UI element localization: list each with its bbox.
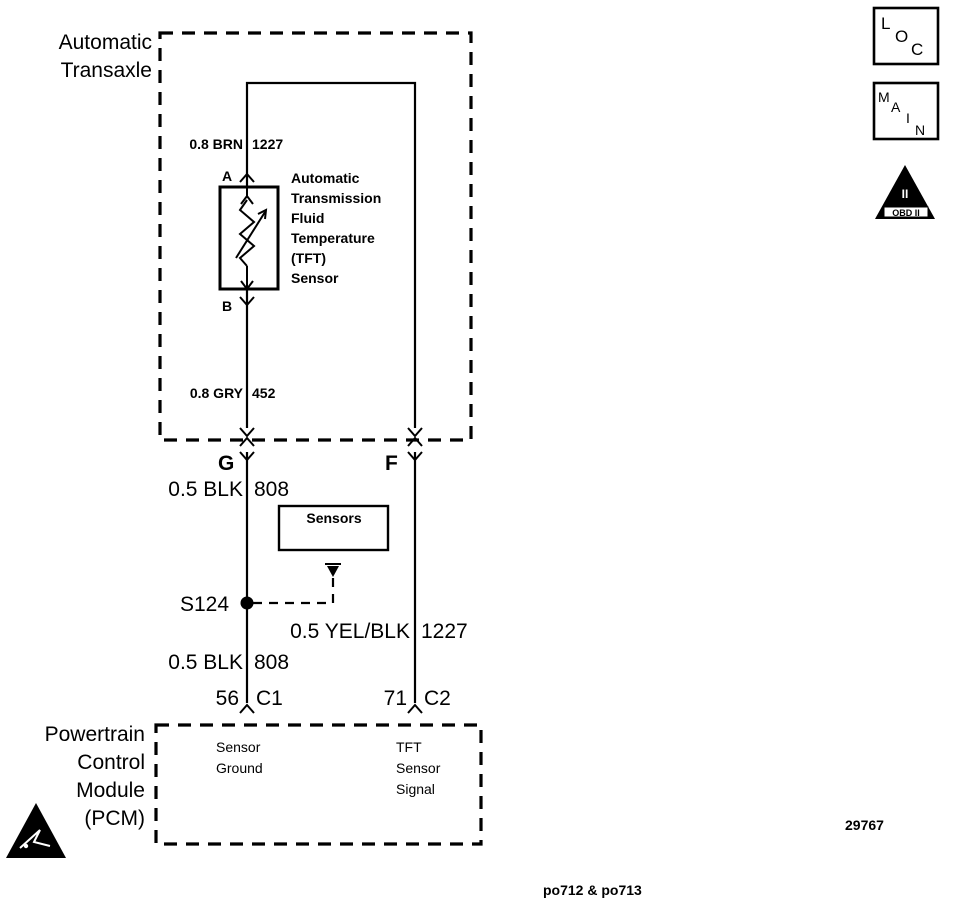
- tft-signal-line3: Signal: [396, 781, 435, 797]
- sensors-ground-symbol: [325, 563, 341, 577]
- esd-warning-icon: [6, 803, 66, 858]
- main-icon-m: M: [878, 89, 890, 105]
- tft-label-line1: Automatic: [291, 170, 360, 186]
- figure-number: 29767: [845, 817, 884, 833]
- obd-ii-roman: II: [902, 187, 909, 201]
- tft-label-line6: Sensor: [291, 270, 339, 286]
- tft-label-line3: Fluid: [291, 210, 324, 226]
- terminal-a-label: A: [222, 168, 232, 184]
- upper-brn-circuit-label: 1227: [252, 136, 283, 152]
- transaxle-boundary: [158, 31, 473, 442]
- tft-label-line5: (TFT): [291, 250, 326, 266]
- loc-icon: L O C: [872, 6, 940, 66]
- obd-ii-icon: II OBD II: [875, 165, 935, 219]
- loc-icon-c: C: [911, 40, 923, 59]
- sensors-box: [277, 504, 390, 552]
- main-icon-n: N: [915, 122, 925, 138]
- transaxle-label-line1: Automatic: [59, 31, 152, 54]
- yel-blk-circuit-label: 1227: [421, 620, 468, 643]
- splice-s124-label: S124: [180, 593, 229, 616]
- pcm-pin-71-connector: [407, 703, 423, 714]
- blk-lower-circuit-label: 808: [254, 651, 289, 674]
- sensor-ground-line2: Ground: [216, 760, 263, 776]
- pin-71-label: 71: [384, 687, 407, 710]
- tft-signal-line2: Sensor: [396, 760, 441, 776]
- obd-ii-label: OBD II: [892, 208, 920, 218]
- terminal-b-label: B: [222, 298, 232, 314]
- pcm-pin-56-connector: [239, 703, 255, 714]
- pcm-boundary: [154, 723, 483, 846]
- lower-gry-circuit-label: 452: [252, 385, 276, 401]
- splice-s124-dot: [240, 596, 254, 610]
- tft-sensor-body: [218, 185, 280, 291]
- sensors-ground-dashed-line: [253, 578, 335, 605]
- loc-icon-o: O: [895, 27, 908, 46]
- pcm-label-line1: Powertrain: [45, 723, 145, 746]
- pcm-label-line2: Control: [77, 751, 145, 774]
- connector-f-label: F: [385, 452, 398, 475]
- main-icon-a: A: [891, 99, 901, 115]
- main-icon-i: I: [906, 110, 910, 126]
- pin-56-label: 56: [216, 687, 239, 710]
- pcm-label-line3: Module: [76, 779, 145, 802]
- brn-wire-loop: [245, 81, 417, 428]
- tft-label-line2: Transmission: [291, 190, 381, 206]
- blk-upper-circuit-label: 808: [254, 478, 289, 501]
- tft-signal-line1: TFT: [396, 739, 422, 755]
- lower-gry-wire-label: 0.8 GRY: [190, 385, 244, 401]
- terminal-a-connector: [239, 172, 255, 183]
- tft-label-line4: Temperature: [291, 230, 375, 246]
- loc-icon-l: L: [881, 14, 890, 33]
- upper-brn-wire-label: 0.8 BRN: [189, 136, 243, 152]
- blk-upper-wire-label: 0.5 BLK: [168, 478, 243, 501]
- sensors-box-label: Sensors: [306, 510, 361, 526]
- sensor-ground-line1: Sensor: [216, 739, 261, 755]
- main-icon: M A I N: [872, 81, 940, 141]
- connector-g-label: G: [218, 452, 234, 475]
- diagram-caption: po712 & po713: [543, 882, 642, 898]
- thermistor-symbol: [235, 187, 268, 291]
- yel-blk-wire-label: 0.5 YEL/BLK: [290, 620, 410, 643]
- pcm-label-line4: (PCM): [84, 807, 145, 830]
- connector-c2-label: C2: [424, 687, 451, 710]
- connector-c1-label: C1: [256, 687, 283, 710]
- blk-lower-wire-label: 0.5 BLK: [168, 651, 243, 674]
- transaxle-label-line2: Transaxle: [61, 59, 152, 82]
